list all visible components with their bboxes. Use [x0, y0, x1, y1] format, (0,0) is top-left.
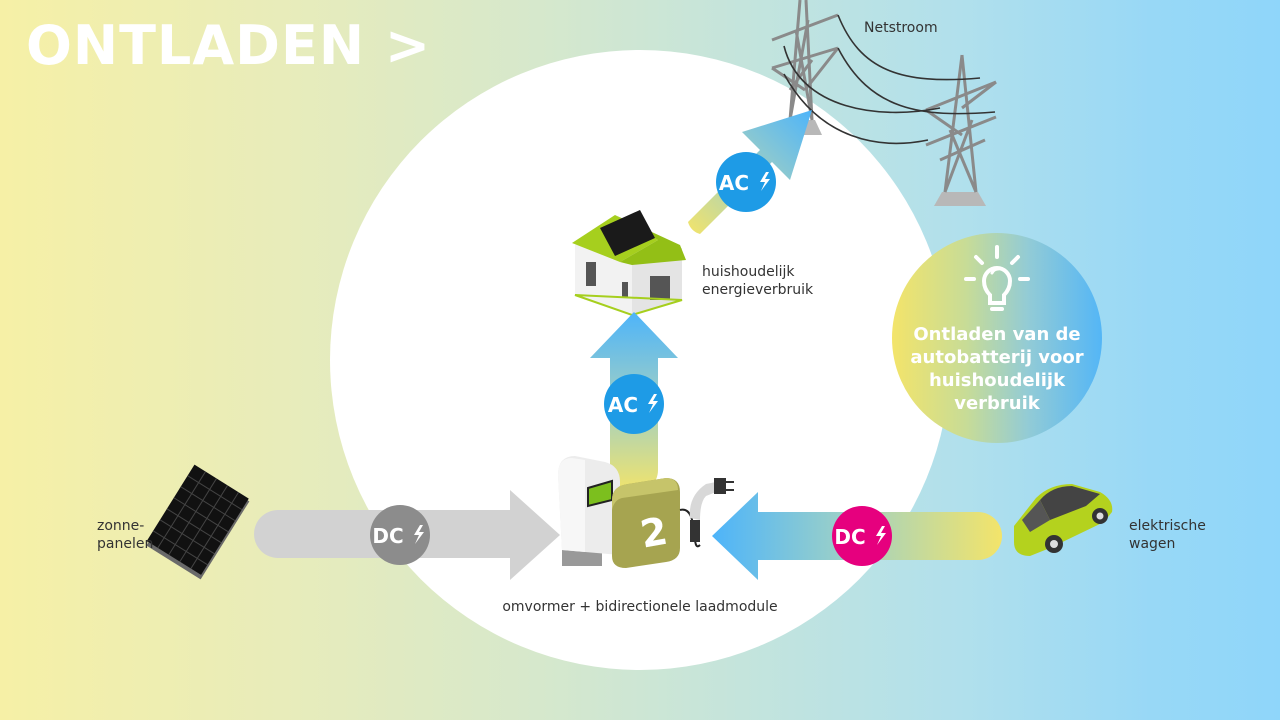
dc-badge-car: DC	[832, 506, 892, 566]
grid-label: Netstroom	[864, 20, 938, 36]
svg-text:AC: AC	[608, 393, 638, 417]
svg-text:AC: AC	[719, 171, 749, 195]
lightning-icon	[760, 172, 770, 191]
ac-badge-grid: AC	[716, 152, 776, 212]
car-label: elektrische	[1129, 518, 1206, 534]
lightning-icon	[876, 526, 886, 545]
svg-text:DC: DC	[834, 525, 865, 549]
solar-label: panelen	[97, 536, 153, 552]
inverter-label: omvormer + bidirectionele laadmodule	[502, 599, 777, 615]
house-icon	[572, 210, 686, 317]
household-label: energieverbruik	[702, 282, 814, 298]
car-label: wagen	[1129, 536, 1175, 552]
charging-plug-icon	[679, 478, 734, 548]
dc-badge-solar: DC	[370, 505, 430, 565]
lightning-icon	[414, 525, 424, 544]
info-callout: Ontladen van de autobatterij voor huisho…	[892, 233, 1102, 443]
solar-panel-icon	[146, 464, 250, 580]
electric-car-icon	[1014, 484, 1113, 556]
bidirectional-module-icon: 2	[612, 478, 680, 568]
svg-text:DC: DC	[372, 524, 403, 548]
power-lines	[783, 14, 996, 145]
info-text: Ontladen van de autobatterij voor huisho…	[910, 324, 1084, 414]
household-label: huishoudelijk	[702, 264, 795, 280]
power-pylon-icon	[925, 54, 997, 206]
inverter-icon	[558, 456, 620, 566]
ac-badge-house: AC	[604, 374, 664, 434]
page-title: ONTLADEN >	[26, 14, 432, 77]
power-pylon-icon	[771, 0, 840, 135]
lightning-icon	[648, 394, 658, 413]
solar-label: zonne-	[97, 518, 144, 534]
lightbulb-icon	[964, 245, 1030, 311]
